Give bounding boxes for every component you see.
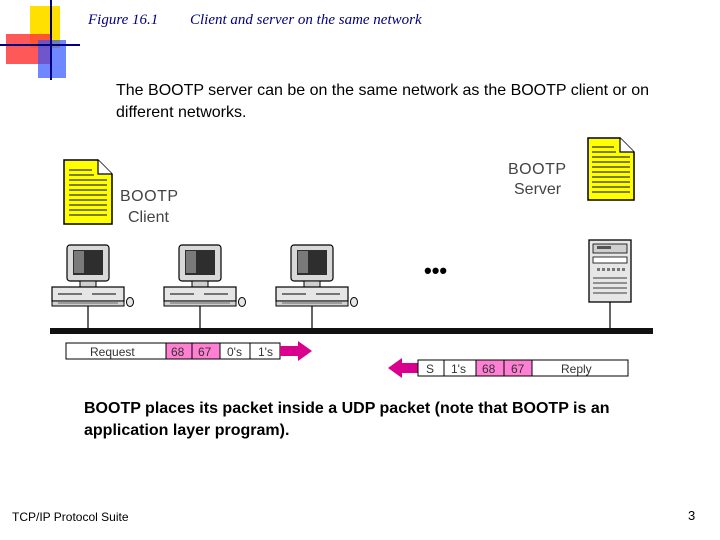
reply-packet: S 1's 68 67 Reply [388,358,629,378]
corner-decoration [0,0,80,80]
server-document-icon [587,137,635,201]
request-packet-field: 68 [171,345,185,359]
reply-packet-field: 68 [482,362,496,376]
computer-icon [163,244,246,330]
reply-packet-field: S [426,362,434,376]
network-diagram: BOOTP Client BOOTP Server [50,137,653,378]
request-packet-field: 67 [198,345,212,359]
ellipsis: ••• [424,258,447,283]
request-packet: Request 68 67 0's 1's [65,341,312,361]
request-packet-field: 0's [227,345,242,359]
server-label-line2: Server [514,181,562,198]
left-arrow-icon [388,358,418,378]
page-number: 3 [688,508,696,523]
computer-icon [275,244,358,330]
server-tower-icon [588,239,632,330]
reply-packet-field: Reply [561,362,592,376]
request-packet-field: Request [90,345,135,359]
client-label-line2: Client [128,209,169,226]
client-label-line1: BOOTP [120,188,179,205]
network-bus-line [50,328,653,334]
request-packet-field: 1's [258,345,273,359]
figure-title: Client and server on the same network [190,12,422,28]
reply-packet-field: 1's [451,362,466,376]
outro-text: BOOTP places its packet inside a UDP pac… [84,400,610,439]
footer-text: TCP/IP Protocol Suite [12,510,129,524]
intro-text: The BOOTP server can be on the same netw… [116,82,649,121]
reply-packet-field: 67 [511,362,525,376]
server-label-line1: BOOTP [508,161,567,178]
right-arrow-icon [280,341,312,361]
client-document-icon [63,159,113,225]
figure-number: Figure 16.1 [88,12,159,28]
computer-icon [51,244,134,330]
